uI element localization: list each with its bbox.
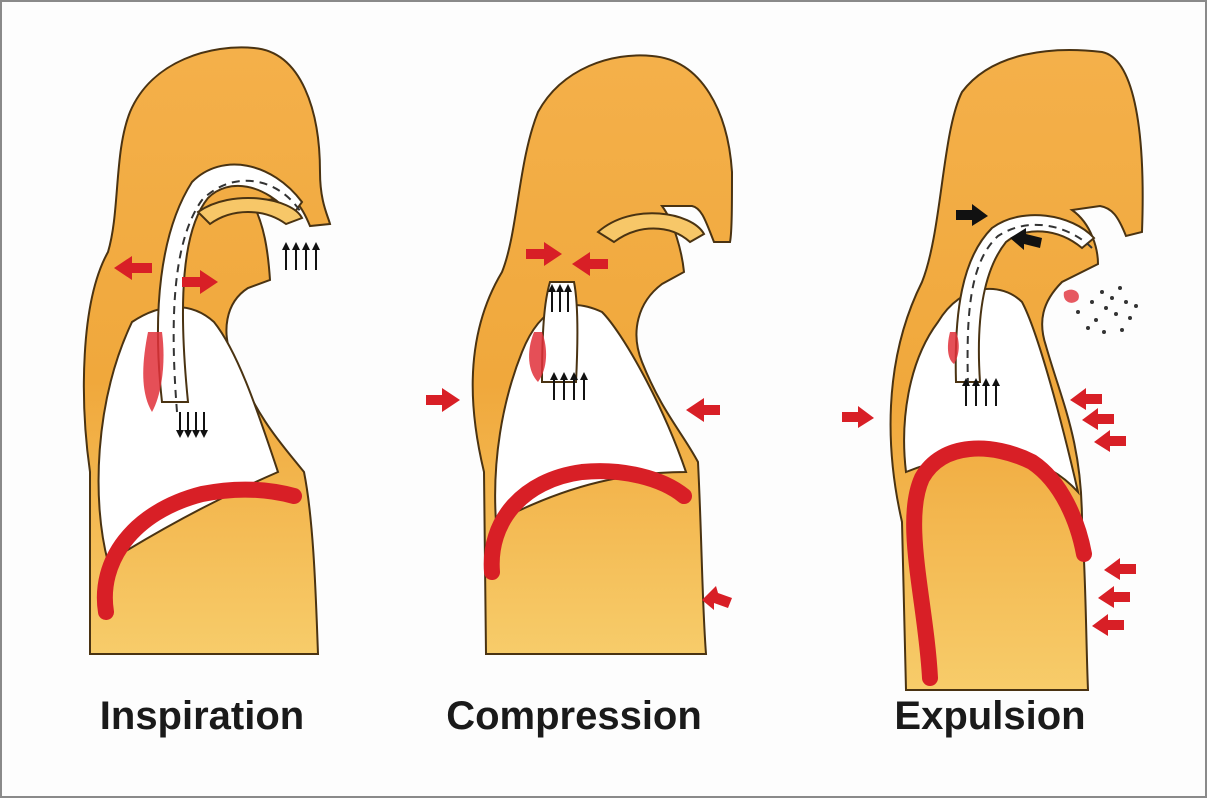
stage-label-compression: Compression [414,694,734,739]
spray-dots [1076,286,1138,334]
stage-label-inspiration: Inspiration [42,694,362,739]
droplet [1064,290,1079,303]
figure-inspiration [84,47,330,654]
figure-expulsion [842,50,1143,690]
figure-compression [426,55,732,654]
stage-label-expulsion: Expulsion [830,694,1150,739]
